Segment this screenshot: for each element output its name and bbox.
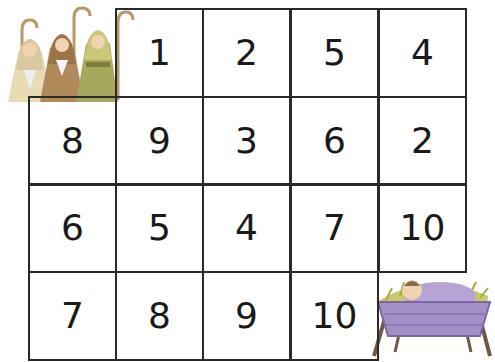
cell-number: 6: [61, 210, 84, 246]
grid-cell: 4: [202, 183, 291, 273]
grid-cell: 5: [115, 183, 204, 273]
cell-number: 7: [61, 298, 84, 334]
cell-number: 9: [235, 298, 258, 334]
cell-number: 7: [323, 210, 346, 246]
grid-cell: 1: [115, 8, 204, 98]
cell-number: 10: [400, 210, 446, 246]
grid-cell: 2: [378, 96, 467, 186]
grid-cell: 7: [28, 271, 117, 361]
grid-cell: 7: [290, 183, 379, 273]
cell-number: 4: [235, 210, 258, 246]
cell-number: 1: [148, 35, 171, 71]
cell-number: 4: [411, 35, 434, 71]
grid-cell: 8: [115, 271, 204, 361]
grid-cell: 9: [202, 271, 291, 361]
cell-number: 5: [148, 210, 171, 246]
cell-number: 6: [323, 123, 346, 159]
grid-cell: 8: [28, 96, 117, 186]
grid-cell: 3: [202, 96, 291, 186]
cell-number: 2: [235, 35, 258, 71]
grid-cell: 10: [378, 183, 467, 273]
grid-cell: 2: [202, 8, 291, 98]
manger-illustration: [374, 280, 490, 356]
grid-cell: 10: [290, 271, 379, 361]
cell-number: 8: [148, 298, 171, 334]
grid-cell: 6: [290, 96, 379, 186]
grid-cell: 5: [290, 8, 379, 98]
cell-number: 8: [61, 123, 84, 159]
cell-number: 2: [411, 123, 434, 159]
cell-number: 5: [323, 35, 346, 71]
grid-cell: 4: [378, 8, 467, 98]
grid-cell: 6: [28, 183, 117, 273]
cell-number: 9: [148, 123, 171, 159]
cell-number: 3: [235, 123, 258, 159]
grid-cell: 9: [115, 96, 204, 186]
cell-number: 10: [312, 298, 358, 334]
